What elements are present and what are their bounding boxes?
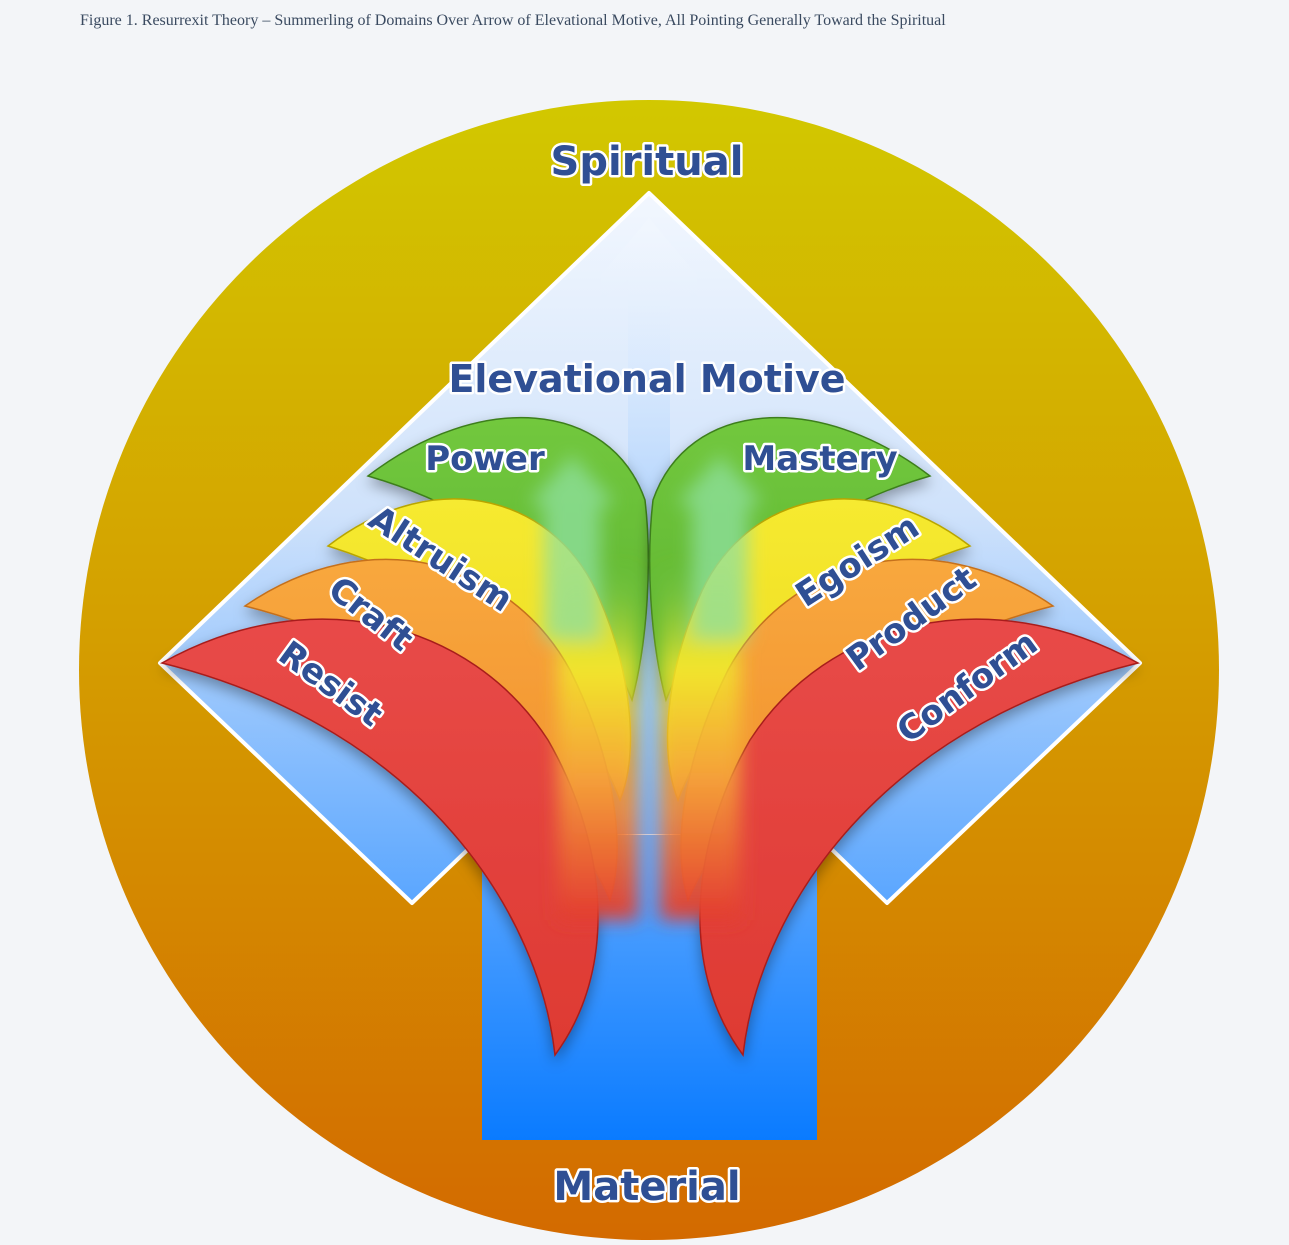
small-arrow-right <box>676 455 764 640</box>
central-blend <box>528 455 764 920</box>
petal-resist <box>159 618 599 1057</box>
label-power: Power <box>425 439 545 479</box>
label-mastery: Mastery <box>742 439 897 479</box>
inner-arrow <box>601 218 697 880</box>
figure-caption: Figure 1. Resurrexit Theory – Summerling… <box>80 12 946 29</box>
petal-conform <box>699 618 1141 1057</box>
small-arrow-left <box>528 455 616 640</box>
label-material: Material <box>553 1164 740 1210</box>
label-spiritual: Spiritual <box>551 139 744 185</box>
label-elevational-motive: Elevational Motive <box>448 357 845 401</box>
